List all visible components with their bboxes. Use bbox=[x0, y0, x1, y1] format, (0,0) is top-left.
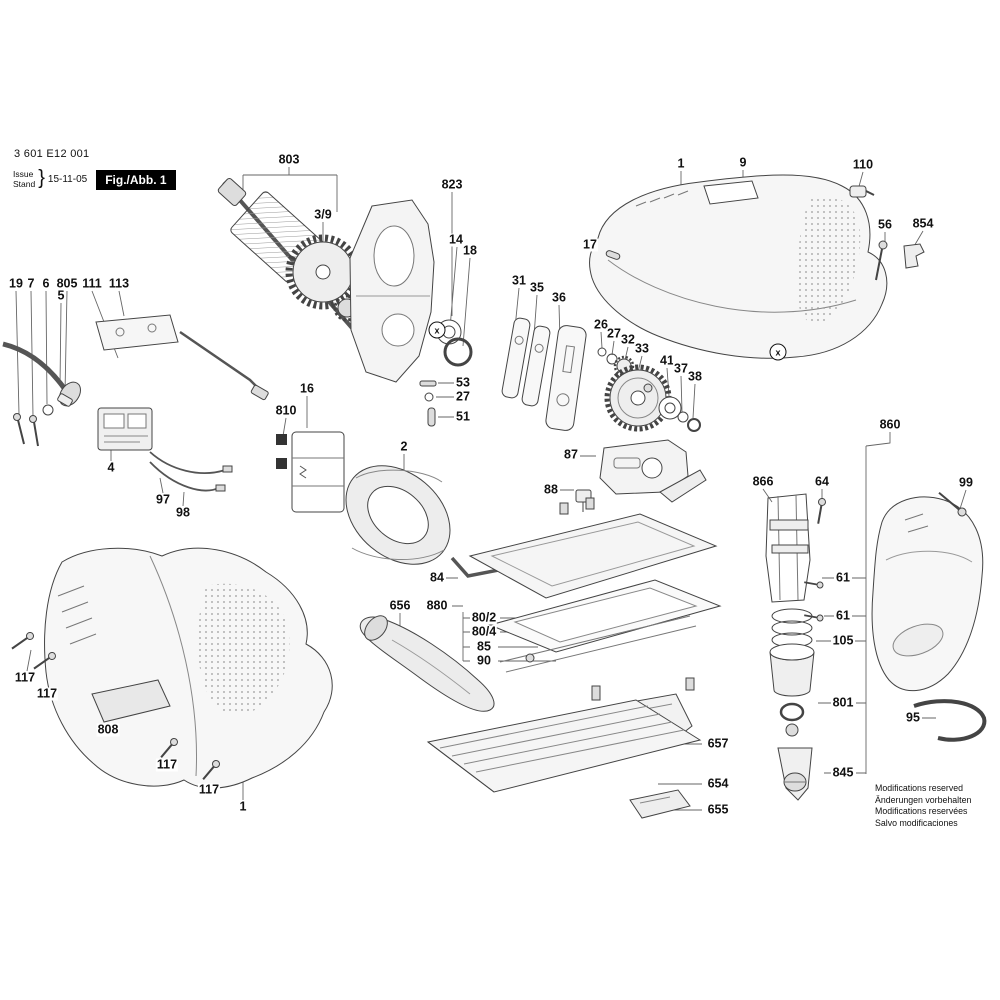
part-callout-805: 805 bbox=[55, 276, 79, 291]
part-callout-5: 5 bbox=[56, 288, 66, 303]
part-callout-3-9: 3/9 bbox=[313, 207, 333, 222]
part-callout-810: 810 bbox=[274, 403, 298, 418]
issue-label: Issue bbox=[13, 169, 34, 179]
part-callout-27: 27 bbox=[455, 389, 471, 404]
part-callout-95: 95 bbox=[905, 710, 921, 725]
issue-date: 15-11-05 bbox=[47, 174, 88, 185]
part-callout-27: 27 bbox=[606, 326, 622, 341]
part-callout-854: 854 bbox=[911, 216, 935, 231]
brace-glyph: } bbox=[38, 167, 45, 189]
part-callout-117: 117 bbox=[35, 686, 59, 701]
part-callout-803: 803 bbox=[277, 152, 301, 167]
switch-assembly-drawing bbox=[2, 314, 269, 492]
part-callout-36: 36 bbox=[551, 290, 567, 305]
part-callout-657: 657 bbox=[706, 736, 730, 751]
part-callout-33: 33 bbox=[634, 341, 650, 356]
part-callout-51: 51 bbox=[455, 409, 471, 424]
assembly-marker-x: x bbox=[428, 321, 446, 339]
part-callout-97: 97 bbox=[155, 492, 171, 507]
part-callout-808: 808 bbox=[96, 722, 120, 737]
part-callout-38: 38 bbox=[687, 369, 703, 384]
part-callout-1: 1 bbox=[238, 799, 248, 814]
part-callout-880: 880 bbox=[425, 598, 449, 613]
part-callout-110: 110 bbox=[851, 157, 875, 172]
housing-left-drawing bbox=[11, 547, 333, 789]
brush-plate-drawing bbox=[276, 431, 345, 513]
part-callout-98: 98 bbox=[175, 505, 191, 520]
part-callout-9: 9 bbox=[738, 155, 748, 170]
part-callout-56: 56 bbox=[877, 217, 893, 232]
gear-train-drawing bbox=[597, 347, 701, 432]
part-callout-88: 88 bbox=[543, 482, 559, 497]
part-callout-111: 111 bbox=[81, 276, 103, 291]
part-callout-19: 19 bbox=[8, 276, 24, 291]
part-callout-655: 655 bbox=[706, 802, 730, 817]
part-callout-6: 6 bbox=[41, 276, 51, 291]
part-callout-53: 53 bbox=[455, 375, 471, 390]
part-callout-80-4: 80/4 bbox=[470, 624, 498, 639]
part-callout-17: 17 bbox=[582, 237, 598, 252]
part-callout-823: 823 bbox=[440, 177, 464, 192]
part-callout-105: 105 bbox=[831, 633, 855, 648]
part-callout-801: 801 bbox=[831, 695, 855, 710]
part-callout-117: 117 bbox=[13, 670, 37, 685]
part-callout-84: 84 bbox=[429, 570, 445, 585]
part-callout-16: 16 bbox=[299, 381, 315, 396]
note-line-en: Modifications reserved bbox=[875, 783, 964, 793]
pendulum-assembly-drawing bbox=[765, 493, 826, 801]
part-callout-87: 87 bbox=[563, 447, 579, 462]
part-callout-656: 656 bbox=[388, 598, 412, 613]
motor-cap-drawing bbox=[871, 491, 987, 742]
part-callout-26: 26 bbox=[593, 317, 609, 332]
part-callout-117: 117 bbox=[197, 782, 221, 797]
part-callout-64: 64 bbox=[814, 474, 830, 489]
part-callout-90: 90 bbox=[476, 653, 492, 668]
stand-label: Stand bbox=[13, 178, 36, 189]
part-callout-37: 37 bbox=[673, 361, 689, 376]
part-callout-4: 4 bbox=[106, 460, 116, 475]
assembly-marker-x: x bbox=[769, 343, 787, 361]
note-line-es: Salvo modificaciones bbox=[875, 817, 958, 828]
part-callout-2: 2 bbox=[399, 439, 409, 454]
part-callout-35: 35 bbox=[529, 280, 545, 295]
armature-drawing bbox=[217, 178, 361, 330]
part-callout-31: 31 bbox=[511, 273, 527, 288]
part-callout-85: 85 bbox=[476, 639, 492, 654]
part-callout-61: 61 bbox=[835, 608, 851, 623]
part-callout-113: 113 bbox=[107, 276, 131, 291]
document-number: 3 601 E12 001 bbox=[14, 148, 90, 160]
part-callout-845: 845 bbox=[831, 765, 855, 780]
part-callout-99: 99 bbox=[958, 475, 974, 490]
blower-tube-drawing bbox=[359, 615, 495, 712]
issue-block: Issue Stand } 15-11-05 Fig./Abb. 1 bbox=[13, 167, 176, 190]
part-callout-117: 117 bbox=[155, 757, 179, 772]
base-plate-stack-drawing bbox=[450, 497, 722, 701]
part-callout-41: 41 bbox=[659, 353, 675, 368]
footplate-drawing bbox=[426, 693, 702, 819]
note-line-de: Änderungen vorbehalten bbox=[875, 794, 972, 805]
part-callout-80-2: 80/2 bbox=[470, 610, 498, 625]
figure-label: Fig./Abb. 1 bbox=[96, 169, 176, 190]
note-line-fr: Modifications reservées bbox=[875, 806, 968, 816]
part-callout-860: 860 bbox=[878, 417, 902, 432]
part-callout-1: 1 bbox=[676, 156, 686, 171]
modification-notes: Modifications reserved Änderungen vorbeh… bbox=[875, 783, 971, 829]
part-callout-14: 14 bbox=[448, 232, 464, 247]
part-callout-866: 866 bbox=[751, 474, 775, 489]
part-callout-61: 61 bbox=[835, 570, 851, 585]
part-callout-32: 32 bbox=[620, 332, 636, 347]
support-bracket-drawing bbox=[575, 439, 707, 512]
insulation-plates-drawing bbox=[501, 317, 587, 431]
part-callout-654: 654 bbox=[706, 776, 730, 791]
stator-drawing bbox=[345, 465, 451, 565]
part-callout-18: 18 bbox=[462, 243, 478, 258]
motor-housing-top-drawing bbox=[589, 174, 925, 359]
part-callout-7: 7 bbox=[26, 276, 36, 291]
